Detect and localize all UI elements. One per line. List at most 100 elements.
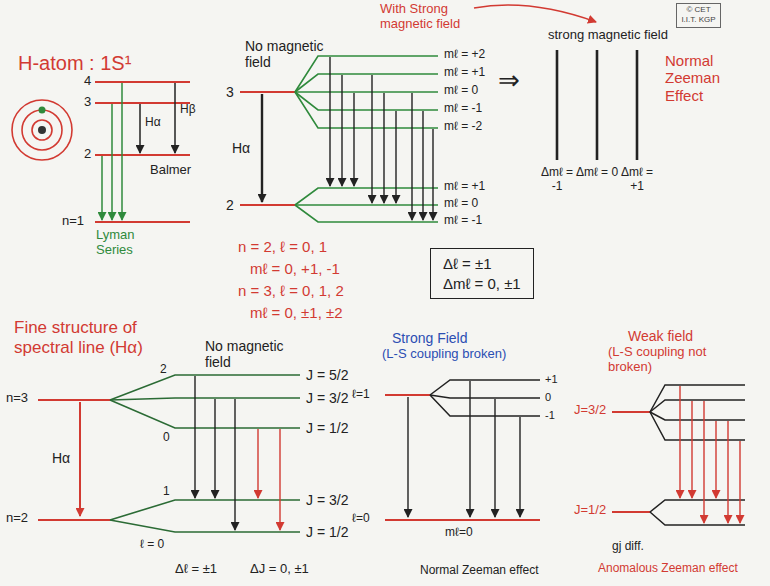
ml-sublevel: [430, 395, 540, 416]
energy-level: [240, 204, 295, 206]
label-text: mℓ = -1: [444, 214, 482, 228]
label-text: Fine structure of spectral line (Hα): [14, 318, 184, 357]
pointer-curve: [474, 5, 596, 22]
transition-arrow: [494, 399, 495, 517]
energy-level: [95, 221, 190, 223]
transition-arrow: [519, 417, 520, 517]
transition-arrow: [469, 381, 470, 517]
transition-arrow: [234, 399, 235, 530]
label-text: n=3: [6, 391, 28, 406]
transition-arrow: [257, 429, 258, 498]
label-text: 1: [163, 485, 170, 499]
transition-arrow: [411, 93, 412, 220]
spectral-line: [557, 50, 637, 160]
transition-arrow: [258, 429, 280, 530]
label-text: 0: [545, 391, 551, 404]
label-text: 0: [163, 431, 170, 445]
energy-level: [95, 154, 190, 156]
atom-sketch: [32, 120, 52, 140]
ml-sublevel: [295, 204, 438, 206]
energy-level: [95, 82, 190, 222]
label-text: ℓ=0: [352, 512, 370, 526]
transition-arrow: [727, 421, 728, 523]
mj-sublevel: [650, 412, 745, 420]
label-text: Anomalous Zeeman effect: [598, 562, 738, 576]
label-text: 3: [84, 95, 91, 110]
energy-level: [38, 519, 110, 521]
nucleus-dot: [38, 126, 46, 134]
label-text: 4: [84, 74, 91, 89]
ml-sublevel: [295, 205, 438, 222]
label-text: J=3/2: [574, 403, 606, 418]
mj-sublevel: [650, 412, 745, 440]
balmer-arrow: [139, 104, 141, 153]
label-text: Hα: [52, 450, 70, 466]
label-text: +1: [545, 373, 558, 386]
label-text: J = 3/2: [306, 492, 348, 508]
label-text: n = 2, ℓ = 0, 1: [238, 238, 327, 255]
transition-arrow: [194, 376, 195, 498]
j-sublevel: [110, 400, 300, 428]
ml-sublevel: [295, 92, 438, 128]
label-text: J = 3/2: [306, 390, 348, 406]
h-alpha-arrow: [79, 402, 81, 516]
label-text: ℓ = 0: [140, 538, 164, 552]
j-sublevel: [110, 398, 300, 400]
node-text: Δℓ = ±1: [443, 254, 521, 274]
energy-level: [612, 511, 650, 513]
label-text: Normal Zeeman Effect: [665, 52, 760, 104]
transition-arrow: [739, 441, 740, 523]
label-text: H-atom : 1S¹: [18, 52, 131, 75]
lyman-arrow: [121, 83, 123, 220]
energy-level: [385, 394, 430, 396]
label-text: Balmer: [150, 163, 191, 178]
transition-arrow: [680, 386, 740, 523]
lyman-arrow: [111, 104, 113, 220]
ml-sublevel: [295, 74, 438, 92]
label-text: Strong Field: [392, 330, 467, 346]
label-text: 2: [84, 147, 91, 162]
ml-sublevel: [295, 91, 438, 93]
label-text: n=2: [6, 511, 28, 526]
ml-sublevel: [430, 395, 540, 398]
transition-arrow: [679, 386, 680, 498]
label-text: No magnetic field: [245, 38, 330, 70]
watermark-stamp: © CETI.I.T. KGP: [676, 3, 721, 28]
electron-dot: [39, 107, 46, 114]
label-text: 2: [160, 363, 167, 377]
node-text: © CET: [681, 5, 716, 15]
j-sublevel: [110, 520, 300, 532]
j-sublevel: [110, 375, 300, 400]
ml-sublevel: [295, 188, 438, 205]
node-text: I.I.T. KGP: [681, 15, 716, 25]
atom-sketch: [12, 100, 72, 160]
label-text: mℓ = +1: [444, 66, 485, 80]
transition-arrow: [341, 75, 342, 186]
transition-arrow: [383, 93, 384, 203]
energy-level: [612, 411, 650, 413]
label-text: Weak field: [628, 328, 693, 344]
label-text: n=1: [62, 214, 84, 229]
label-text: Δℓ = ±1: [175, 562, 217, 577]
balmer-arrow: [174, 83, 176, 153]
label-text: 2: [226, 197, 234, 213]
ml-sublevel: [430, 380, 540, 416]
label-text: Hα: [145, 116, 161, 130]
transition-arrow: [703, 401, 704, 523]
label-text: ℓ=1: [352, 388, 370, 402]
transition-arrow: [395, 111, 396, 203]
label-text: n = 3, ℓ = 0, 1, 2: [238, 282, 344, 299]
transition-arrow: [715, 421, 716, 498]
transition-arrow: [407, 397, 408, 517]
lyman-arrow: [101, 156, 103, 220]
label-text: Lyman Series: [96, 228, 156, 258]
transition-arrow: [330, 57, 433, 220]
ml-sublevel: [430, 380, 540, 395]
ml-sublevel: [295, 56, 438, 222]
energy-level: [385, 519, 540, 521]
transition-arrow: [422, 111, 423, 220]
transition-arrow: [408, 381, 520, 517]
label-text: Hα: [232, 140, 250, 156]
label-text: mℓ = -2: [444, 120, 482, 134]
